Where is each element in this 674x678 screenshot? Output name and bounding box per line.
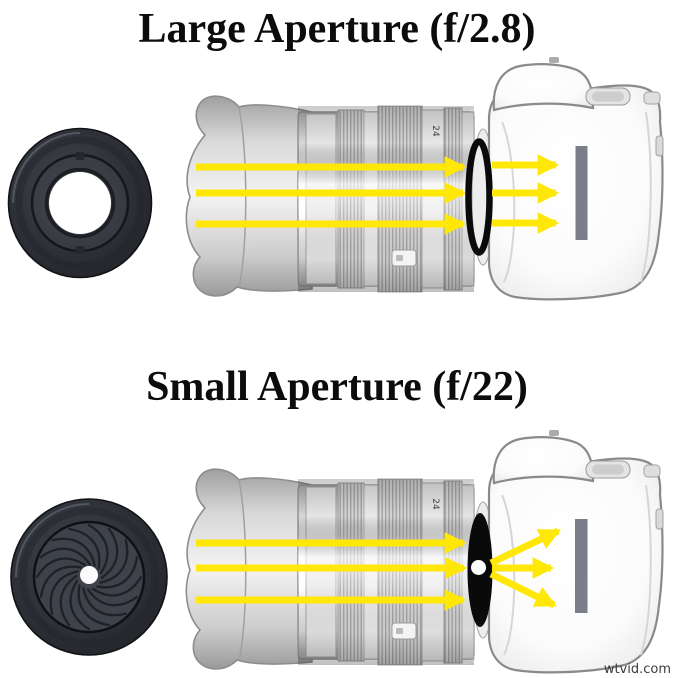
aperture-ring-photo-closed	[10, 498, 168, 656]
aperture-opening	[49, 172, 111, 234]
aperture-ring-photo-open	[7, 127, 153, 279]
aperture-pinhole	[471, 560, 486, 575]
section-large-aperture	[7, 55, 665, 301]
watermark: wtvid.com	[603, 662, 671, 677]
camera-illustration	[185, 428, 665, 674]
light-ray	[489, 527, 561, 567]
camera-illustration	[185, 55, 665, 301]
aperture-pinhole	[80, 566, 98, 584]
sensor-bar	[575, 519, 588, 613]
aperture-ellipse-open	[465, 138, 493, 256]
section-title-large-aperture: Large Aperture (f/2.8)	[138, 6, 536, 52]
section-title-small-aperture: Small Aperture (f/22)	[146, 364, 528, 410]
light-ray	[489, 570, 557, 609]
section-small-aperture	[10, 428, 665, 674]
sensor-bar	[575, 146, 588, 240]
